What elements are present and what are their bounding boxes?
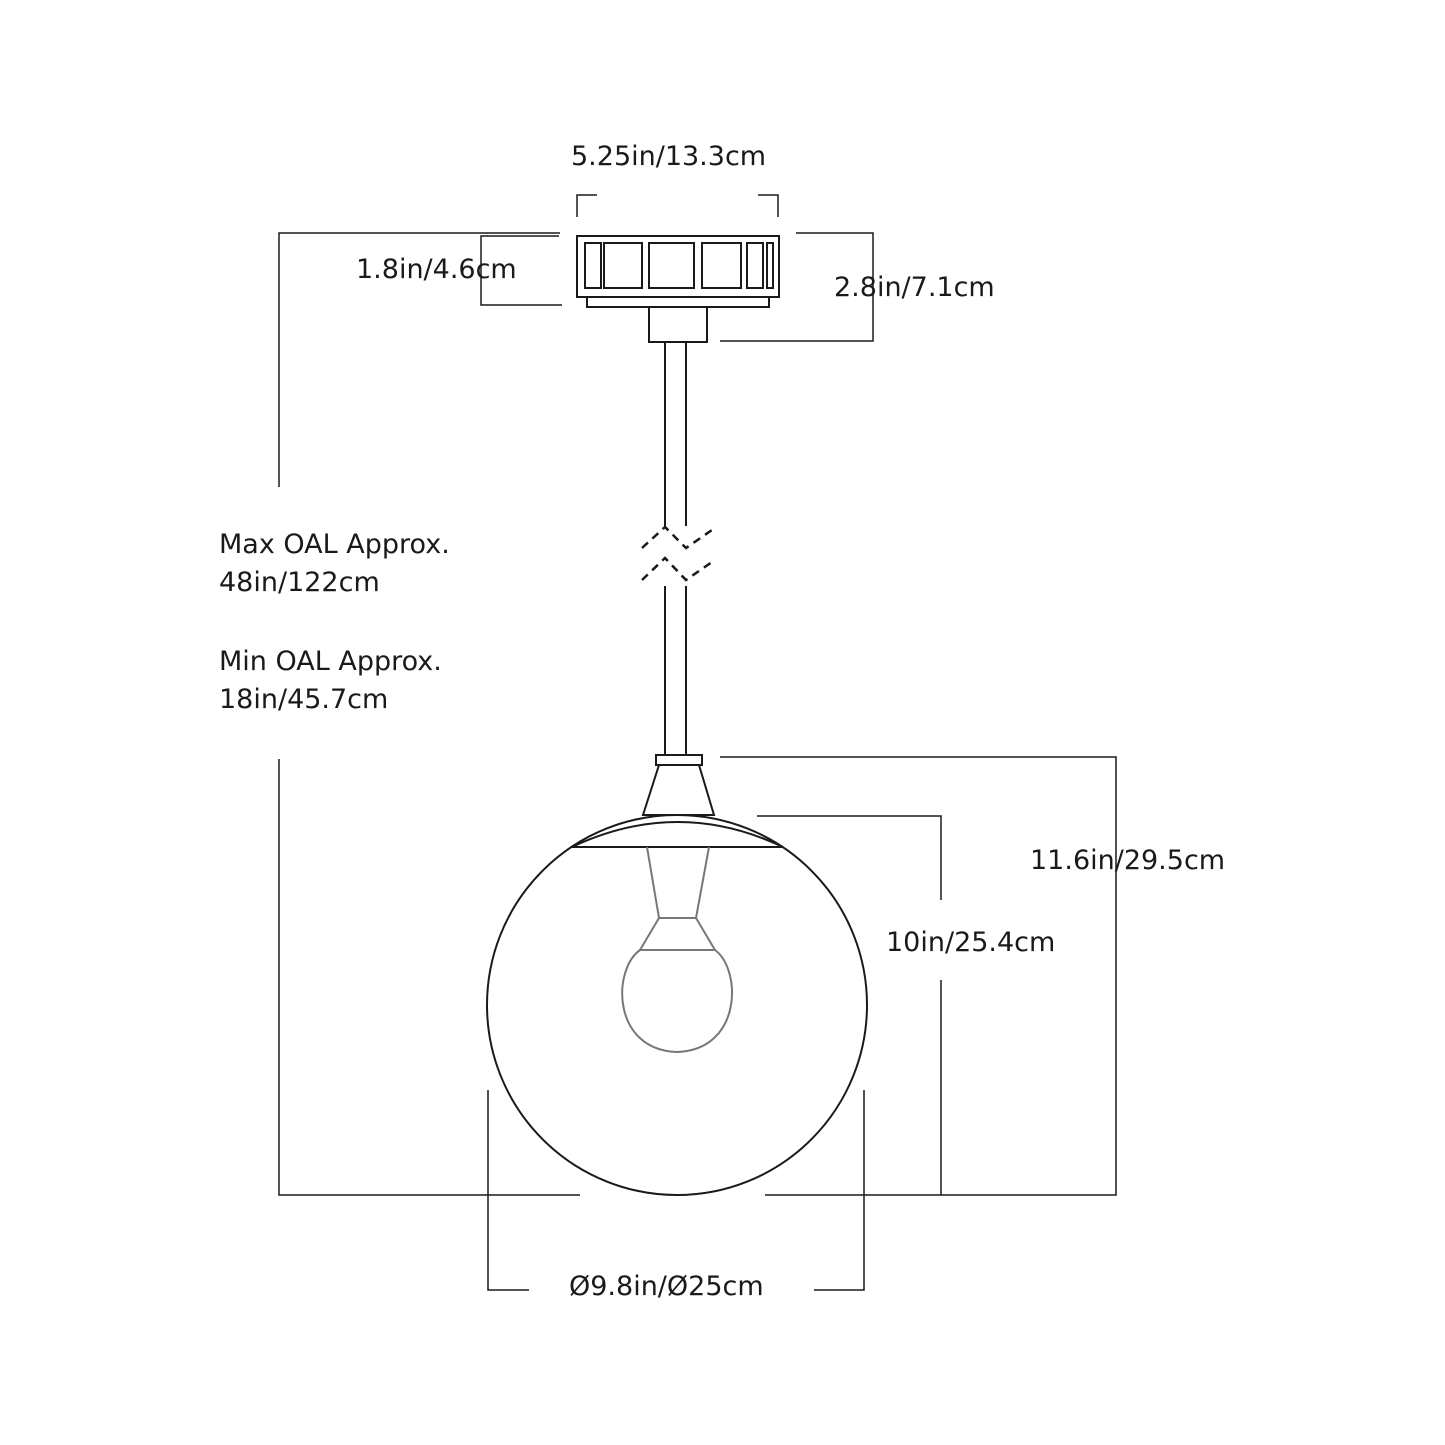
min-oal-value: 18in/45.7cm [219, 684, 389, 715]
canopy-height-bracket [480, 235, 562, 306]
bulb-icon [621, 846, 733, 1054]
length-break-symbol [641, 525, 713, 582]
max-oal-label: Max OAL Approx. [219, 529, 450, 560]
globe-fitter [571, 754, 784, 848]
glass-globe [486, 814, 868, 1196]
max-oal-value: 48in/122cm [219, 567, 380, 598]
globe-diameter-bracket [487, 1090, 865, 1291]
fixture-height-label: 11.6in/29.5cm [1030, 845, 1226, 876]
globe-height-label: 10in/25.4cm [886, 927, 1056, 958]
canopy-total-height-label: 2.8in/7.1cm [834, 272, 995, 303]
canopy-height-label: 1.8in/4.6cm [356, 254, 517, 285]
canopy-width-bracket [576, 194, 779, 217]
globe-diameter-label: Ø9.8in/Ø25cm [569, 1271, 764, 1302]
canopy [576, 235, 780, 308]
overall-length-bracket [278, 232, 580, 1196]
min-oal-label: Min OAL Approx. [219, 646, 442, 677]
fixture-height-bracket [720, 756, 1117, 1196]
canopy-width-label: 5.25in/13.3cm [571, 141, 767, 172]
stem [648, 306, 708, 755]
canopy-total-height-bracket [720, 232, 874, 342]
globe-height-bracket [757, 815, 942, 1195]
